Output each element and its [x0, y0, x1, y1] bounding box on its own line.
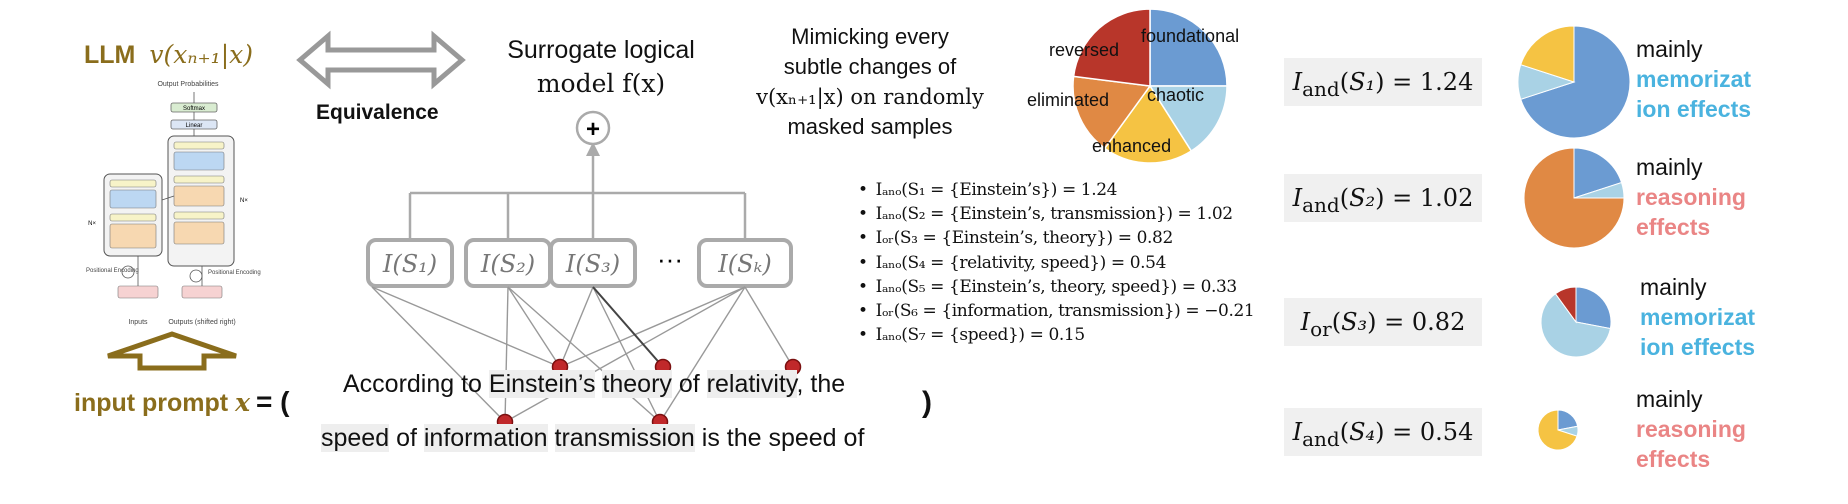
row4-value-box: Iand(S₄) = 0.54 [1284, 408, 1482, 456]
decoder-cross-attention [173, 185, 225, 207]
output-embedding-block [181, 285, 223, 299]
pie-slice-foundational [1573, 147, 1623, 199]
pie-slice-foundational [1149, 8, 1228, 87]
plus-circle [575, 110, 611, 146]
decoder-feed-forward [173, 151, 225, 171]
nodes-ellipsis: ··· [657, 244, 683, 274]
row1-value-box: Iand(S₁) = 1.24 [1284, 58, 1482, 106]
input-up-arrow [107, 331, 237, 371]
outputs-label: Outputs (shifted right) [168, 319, 235, 326]
transformer-diagram: Output Probabilities Softmax Linear N× N… [86, 81, 261, 326]
interaction-node-label: I(Sₖ) [717, 250, 771, 278]
pie-slice-eliminated [1523, 147, 1625, 249]
interaction-node-box [549, 238, 637, 288]
row2-effect: mainly reasoning effects [1636, 154, 1746, 240]
interaction-node-label: I(S₃) [565, 250, 620, 278]
equation-item: Iₒᵣ(S₃ = {Einstein’s, theory}) = 0.82 [858, 226, 1254, 250]
pie-slice-reversed [1072, 8, 1151, 87]
equation-item: Iₒᵣ(S₆ = {information, transmission}) = … [858, 299, 1255, 323]
equation-item: Iₐₙₒ(S₇ = {speed}) = 0.15 [858, 323, 1254, 347]
pie-label-eliminated: eliminated [1027, 90, 1110, 110]
pie-slice-enhanced [1537, 409, 1578, 451]
row2-value-box: Iand(S₂) = 1.02 [1284, 174, 1482, 222]
pie-label-enhanced: enhanced [1092, 136, 1172, 156]
equation-item: Iₐₙₒ(S₂ = {Einstein’s, transmission}) = … [858, 202, 1254, 226]
row3-value-box: Ior(S₃) = 0.82 [1284, 298, 1482, 346]
encoder-nx: N× [88, 221, 96, 227]
pie-label-foundational: foundational [1141, 26, 1240, 46]
transformer-output-title: Output Probabilities [157, 81, 219, 88]
encoder-feed-forward [109, 189, 157, 209]
pie-slice-chaotic [1148, 85, 1228, 153]
pie-slice-enhanced [1520, 25, 1575, 83]
softmax-label: Softmax [183, 106, 205, 112]
decoder-nx: N× [240, 198, 248, 204]
pie-label-reversed: reversed [1049, 40, 1120, 60]
encoder-positional-encoding: Positional Encoding [86, 268, 139, 274]
highlighted-link [592, 286, 664, 368]
decoder-masked-attention [173, 221, 225, 245]
pie-slice-eliminated [1072, 75, 1152, 150]
surrogate-model-title: Surrogate logical model f(x) [507, 36, 695, 98]
aggregation-tree [408, 145, 747, 238]
interaction-node-label: I(S₁) [382, 250, 437, 278]
inputs-label: Inputs [128, 319, 148, 326]
equation-item: Iₐₙₒ(S₁ = {Einstein’s}) = 1.24 [858, 178, 1254, 202]
tree-arrowhead [586, 142, 600, 156]
pie-charts [1072, 8, 1631, 451]
input-prompt-label: input prompt x= ( [74, 386, 290, 417]
close-paren: ) [922, 386, 932, 419]
equation-item: Iₐₙₒ(S₄ = {relativity, speed}) = 0.54 [858, 251, 1254, 275]
interaction-nodes: I(S₁) I(S₂) I(S₃) I(Sₖ) [366, 238, 793, 288]
equivalence-label: Equivalence [316, 101, 439, 124]
decoder-positional-encoding: Positional Encoding [208, 270, 261, 276]
plus-symbol: + [586, 116, 600, 143]
interaction-node-box [366, 238, 454, 288]
llm-formula: v(xₙ₊₁|x) [149, 40, 253, 69]
interaction-equations: Iₐₙₒ(S₁ = {Einstein’s}) = 1.24 Iₐₙₒ(S₂ =… [858, 178, 1255, 347]
pie-label-chaotic: chaotic [1147, 85, 1205, 105]
row4-effect: mainly reasoning effects [1636, 386, 1746, 472]
pie-slice-foundational [1575, 286, 1612, 330]
equation-item: Iₐₙₒ(S₅ = {Einstein’s, theory, speed}) =… [858, 275, 1254, 299]
input-embedding-block [117, 285, 159, 299]
pie-slice-chaotic [1540, 292, 1611, 358]
row1-effect: mainly memorizat ion effects [1636, 36, 1752, 122]
interaction-node-label: I(S₂) [480, 250, 535, 278]
equivalence-arrow [296, 30, 466, 90]
row3-effect: mainly memorizat ion effects [1640, 274, 1756, 360]
interaction-node-box [697, 238, 793, 288]
prompt-line-2: speed of information transmission is the… [321, 424, 865, 452]
encoder-attention [109, 223, 157, 249]
mimic-caption: Mimicking every subtle changes of v(xₙ₊₁… [756, 24, 984, 139]
linear-label: Linear [186, 123, 203, 129]
pie-slice-enhanced [1103, 84, 1193, 164]
node-token-links [371, 286, 794, 423]
pie-slice-reversed [1554, 286, 1577, 324]
prompt-line-1: According to Einstein’s theory of relati… [343, 370, 846, 398]
